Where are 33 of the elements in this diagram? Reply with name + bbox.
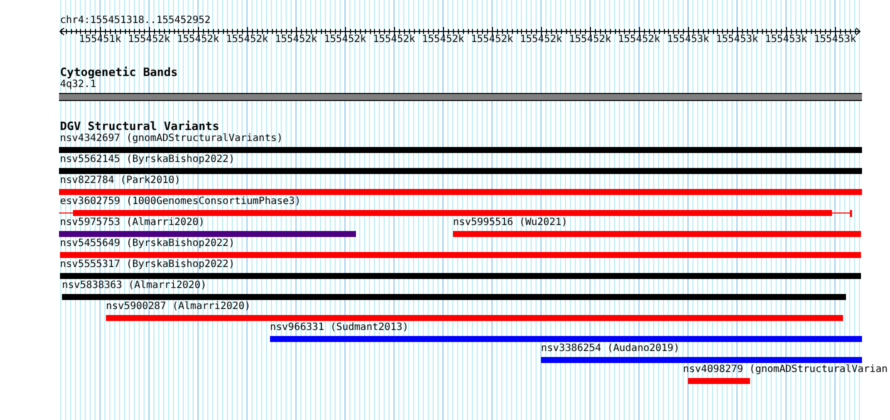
feature-label: nsv5975753 (Almarri2020) <box>60 217 204 229</box>
tick-label: 155451k <box>79 34 122 46</box>
tick-label: 155452k <box>618 34 660 46</box>
feature-label: nsv5555317 (ByrskaBishop2022) <box>60 259 235 271</box>
feature-label: nsv5900287 (Almarri2020) <box>106 301 250 313</box>
tick-label: 155453k <box>716 34 758 46</box>
feature-label: nsv5838363 (Almarri2020) <box>62 280 206 292</box>
band-label: 4q32.1 <box>60 79 96 91</box>
tick-label: 155453k <box>814 34 856 46</box>
feature-label: nsv4098279 (gnomADStructuralVarian <box>683 364 888 376</box>
tick-label: 155452k <box>520 34 562 46</box>
tick-label: 155452k <box>226 34 268 46</box>
tick-label: 155452k <box>422 34 464 46</box>
feature-label: nsv5995516 (Wu2021) <box>453 217 568 229</box>
tick-label: 155452k <box>324 34 366 46</box>
tick-label: 155452k <box>177 34 220 46</box>
tick-label: 155452k <box>275 34 318 46</box>
feature-label: nsv4342697 (gnomADStructuralVariants) <box>60 133 283 145</box>
tick-label: 155452k <box>128 34 170 46</box>
tick-label: 155452k <box>569 34 612 46</box>
feature-label: nsv5562145 (ByrskaBishop2022) <box>60 154 235 166</box>
feature-label: nsv966331 (Sudmant2013) <box>270 322 408 334</box>
feature-label: esv3602759 (1000GenomesConsortiumPhase3) <box>60 196 301 208</box>
feature-label: nsv822784 (Park2010) <box>60 175 180 187</box>
tick-label: 155452k <box>471 34 514 46</box>
track-title: Cytogenetic Bands <box>60 66 178 79</box>
feature-label: nsv5455649 (ByrskaBishop2022) <box>60 238 235 250</box>
feature-label: nsv3386254 (Audano2019) <box>541 343 680 355</box>
tick-label: 155452k <box>373 34 416 46</box>
track-title: DGV Structural Variants <box>60 120 220 133</box>
tick-label: 155453k <box>667 34 710 46</box>
tick-label: 155453k <box>765 34 808 46</box>
coordinate-label: chr4:155451318..155452952 <box>60 15 211 27</box>
